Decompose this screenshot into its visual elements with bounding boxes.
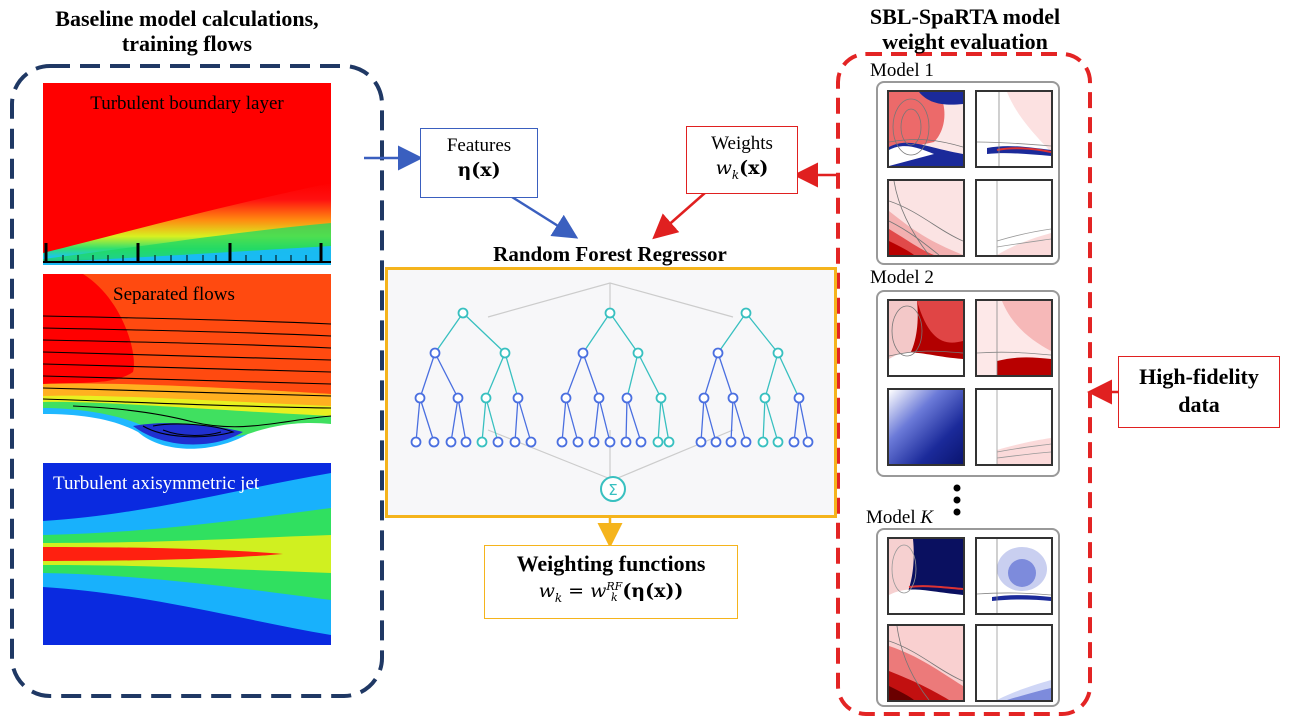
model-1-field-4 xyxy=(975,179,1053,257)
left-title-line-2: training flows xyxy=(121,31,253,56)
model-k-label: Model K xyxy=(866,507,933,529)
model-2-card xyxy=(876,290,1060,477)
hifi-line-2: data xyxy=(1178,392,1220,417)
model-2-field-4 xyxy=(975,388,1053,466)
boundary-layer-label: Turbulent boundary layer xyxy=(90,93,284,114)
jet-contour xyxy=(43,463,331,645)
weighting-math-w2: w xyxy=(590,580,607,602)
model-1-field-2 xyxy=(975,90,1053,168)
right-title-line-1: SBL-SpaRTA model xyxy=(869,4,1061,29)
model-k-var: K xyxy=(920,507,934,528)
training-flows-frame xyxy=(10,64,384,698)
left-title: Baseline model calculations, training fl… xyxy=(22,6,352,56)
model-1-field-1 xyxy=(887,90,965,168)
random-forest-box: Σ xyxy=(385,267,837,518)
model-k-field-4 xyxy=(975,624,1053,702)
arrow-features-to-rf xyxy=(511,195,579,239)
hifi-line-1: High-fidelity xyxy=(1139,364,1259,389)
sum-node xyxy=(600,476,626,502)
weights-label: Weights xyxy=(711,133,773,154)
left-title-line-1: Baseline model calculations, xyxy=(55,6,319,31)
model-k-field-1 xyxy=(887,537,965,615)
high-fidelity-box: High-fidelity data xyxy=(1118,356,1280,428)
weights-math: wk(x) xyxy=(687,156,797,187)
weighting-math-k1: k xyxy=(554,590,563,605)
model-2-field-1 xyxy=(887,299,965,377)
boundary-layer-contour xyxy=(43,83,331,265)
weights-box: Weights wk(x) xyxy=(686,126,798,194)
boundary-layer-panel: Turbulent boundary layer xyxy=(43,83,331,265)
model-1-label: Model 1 xyxy=(870,60,934,81)
separated-flow-contour xyxy=(43,274,331,454)
model-2-field-3 xyxy=(887,388,965,466)
ellipsis-icon xyxy=(953,484,961,516)
weighting-label: Weighting functions xyxy=(516,551,706,576)
model-2-field-2 xyxy=(975,299,1053,377)
weighting-math-k2: k xyxy=(611,591,618,604)
arrow-weights-to-rf xyxy=(652,191,707,240)
weights-math-k: k xyxy=(731,167,740,182)
weighting-math-w1: w xyxy=(538,580,555,602)
model-2-label: Model 2 xyxy=(870,267,934,288)
jet-panel: Turbulent axisymmetric jet xyxy=(43,463,331,645)
weight-evaluation-frame xyxy=(836,52,1092,716)
weighting-math-arg: (η(x)) xyxy=(622,580,684,602)
right-title-line-2: weight evaluation xyxy=(882,29,1048,54)
separated-flow-label: Separated flows xyxy=(113,284,235,305)
features-box: Features η(x) xyxy=(420,128,538,198)
right-title: SBL-SpaRTA model weight evaluation xyxy=(835,4,1095,54)
model-k-prefix: Model xyxy=(866,507,921,528)
weights-math-w: w xyxy=(715,157,732,179)
weighting-math-eq: = xyxy=(562,580,591,602)
weighting-math-rf: RF xyxy=(606,580,623,593)
model-1-card xyxy=(876,81,1060,265)
model-k-field-3 xyxy=(887,624,965,702)
features-label: Features xyxy=(446,135,512,156)
model-1-field-3 xyxy=(887,179,965,257)
rf-title: Random Forest Regressor xyxy=(493,242,727,266)
jet-label: Turbulent axisymmetric jet xyxy=(53,473,260,494)
separated-flow-panel: Separated flows xyxy=(43,274,331,454)
model-k-card xyxy=(876,528,1060,707)
features-math: η(x) xyxy=(457,159,501,181)
random-forest-trees: Σ xyxy=(410,282,814,502)
model-k-field-2 xyxy=(975,537,1053,615)
weights-math-rest: (x) xyxy=(739,157,769,179)
sum-symbol: Σ xyxy=(608,481,617,499)
